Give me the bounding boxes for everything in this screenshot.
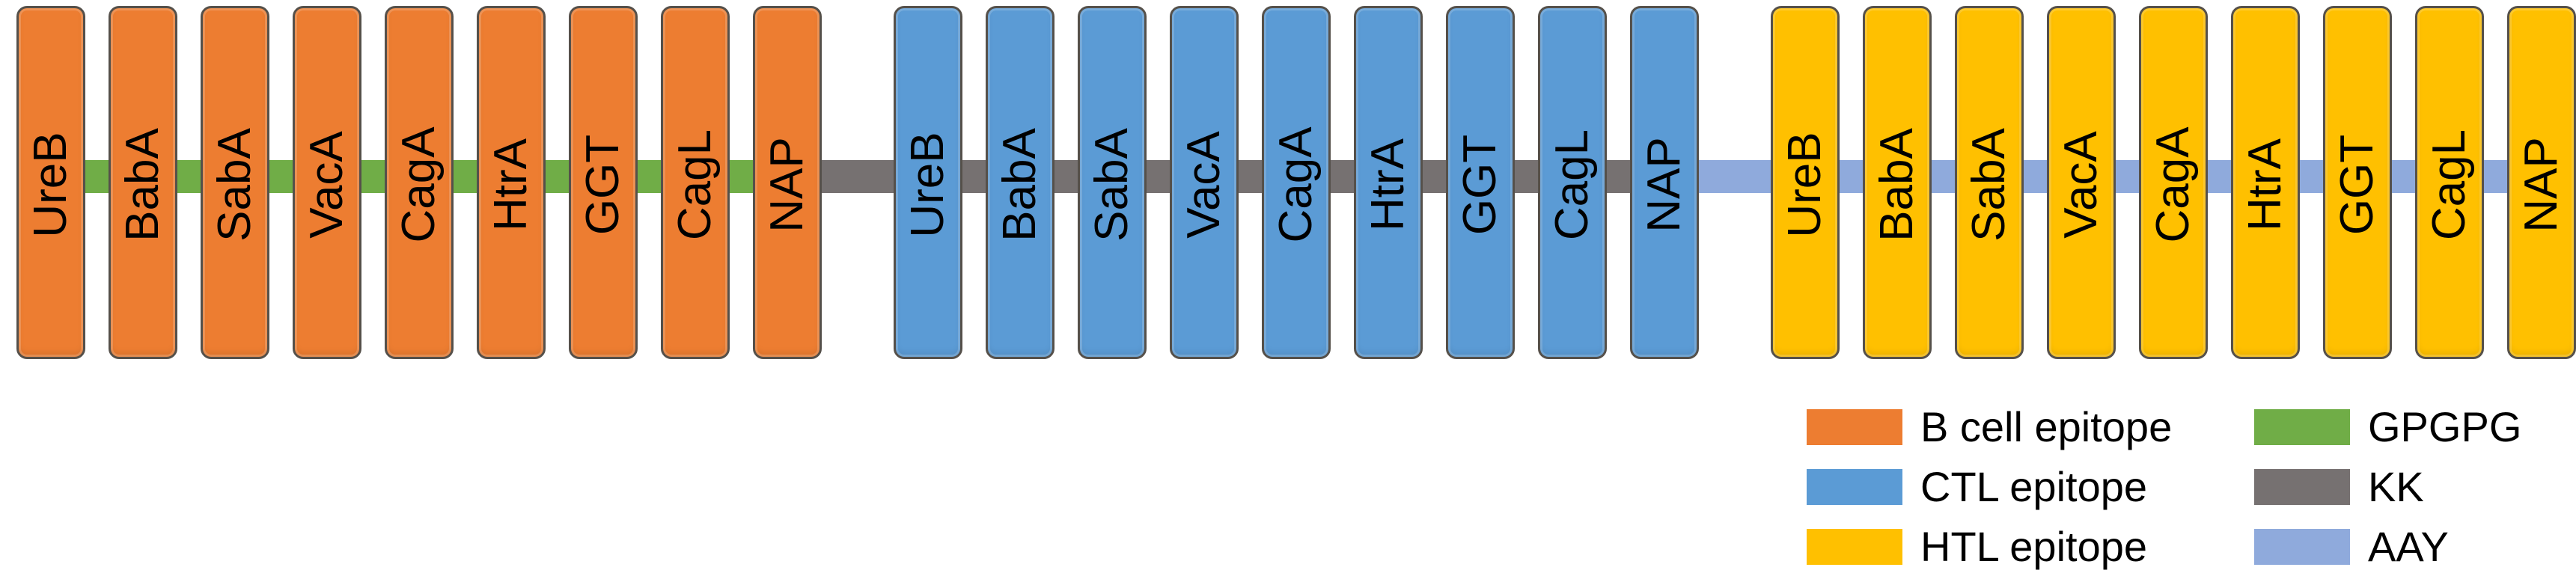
epitope-block-label: VacA xyxy=(301,131,352,239)
epitope-block-label: UreB xyxy=(1779,132,1831,238)
epitope-block-label: CagA xyxy=(2147,126,2199,243)
epitope-block-label: HtrA xyxy=(1362,138,1414,231)
epitope-block-htra: HtrA xyxy=(1354,6,1423,359)
epitope-block-label: HtrA xyxy=(2239,138,2291,231)
epitope-block-nap: NAP xyxy=(2507,6,2576,359)
epitope-block-vaca: VacA xyxy=(1170,6,1239,359)
epitope-block-cagl: CagL xyxy=(1538,6,1607,359)
epitope-block-caga: CagA xyxy=(2139,6,2208,359)
epitope-block-ggt: GGT xyxy=(569,6,638,359)
epitope-block-saba: SabA xyxy=(201,6,269,359)
epitope-block-saba: SabA xyxy=(1955,6,2024,359)
epitope-block-label: SabA xyxy=(1963,128,2015,242)
epitope-block-nap: NAP xyxy=(753,6,822,359)
legend-label-aay: AAY xyxy=(2368,523,2449,570)
epitope-block-label: CagL xyxy=(669,129,721,241)
epitope-block-ureb: UreB xyxy=(16,6,85,359)
legend-swatch-kk xyxy=(2254,469,2350,505)
epitope-block-htra: HtrA xyxy=(477,6,546,359)
epitope-block-cagl: CagL xyxy=(2415,6,2484,359)
epitope-block-label: GGT xyxy=(577,134,629,236)
epitope-block-label: HtrA xyxy=(485,138,537,231)
legend-swatch-b-cell xyxy=(1807,409,1902,445)
legend-swatch-ctl xyxy=(1807,469,1902,505)
legend: B cell epitope CTL epitope HTL epitope G… xyxy=(1807,397,2563,584)
epitope-block-baba: BabA xyxy=(986,6,1054,359)
legend-swatch-gpgpg xyxy=(2254,409,2350,445)
legend-label-ctl: CTL epitope xyxy=(1920,463,2147,510)
epitope-block-vaca: VacA xyxy=(2047,6,2116,359)
epitope-block-label: VacA xyxy=(2055,131,2107,239)
legend-label-htl: HTL epitope xyxy=(1920,523,2147,570)
epitope-block-ggt: GGT xyxy=(2323,6,2392,359)
epitope-block-htra: HtrA xyxy=(2231,6,2300,359)
epitope-block-label: VacA xyxy=(1178,131,1230,239)
epitope-block-baba: BabA xyxy=(1863,6,1932,359)
epitope-block-label: GGT xyxy=(2331,134,2383,236)
epitope-block-label: SabA xyxy=(1086,128,1138,242)
legend-swatch-aay xyxy=(2254,529,2350,565)
legend-label-kk: KK xyxy=(2368,463,2424,510)
epitope-block-caga: CagA xyxy=(1262,6,1331,359)
epitope-block-ureb: UreB xyxy=(894,6,962,359)
epitope-block-vaca: VacA xyxy=(293,6,361,359)
epitope-block-saba: SabA xyxy=(1078,6,1147,359)
legend-swatch-htl xyxy=(1807,529,1902,565)
epitope-block-label: CagL xyxy=(2423,129,2475,241)
epitope-block-label: BabA xyxy=(994,128,1046,242)
epitope-block-label: NAP xyxy=(1638,137,1690,233)
epitope-block-label: CagA xyxy=(393,126,445,243)
epitope-block-baba: BabA xyxy=(109,6,177,359)
epitope-block-label: CagA xyxy=(1270,126,1322,243)
legend-label-b-cell: B cell epitope xyxy=(1920,403,2173,450)
epitope-block-ggt: GGT xyxy=(1446,6,1515,359)
epitope-block-label: SabA xyxy=(209,128,260,242)
epitope-block-cagl: CagL xyxy=(661,6,730,359)
epitope-block-label: UreB xyxy=(902,132,953,238)
epitope-block-nap: NAP xyxy=(1630,6,1699,359)
epitope-block-label: UreB xyxy=(25,132,76,238)
legend-label-gpgpg: GPGPG xyxy=(2368,403,2522,450)
epitope-block-label: NAP xyxy=(761,137,813,233)
epitope-block-label: BabA xyxy=(1871,128,1923,242)
epitope-block-label: GGT xyxy=(1454,134,1506,236)
epitope-block-caga: CagA xyxy=(385,6,454,359)
epitope-block-label: NAP xyxy=(2515,137,2567,233)
epitope-block-label: BabA xyxy=(117,128,168,242)
vaccine-construct-diagram: UreB BabA SabA VacA CagA HtrA GGT CagL NAP UreB Ba… xyxy=(16,6,2576,359)
epitope-block-label: CagL xyxy=(1546,129,1598,241)
epitope-block-ureb: UreB xyxy=(1771,6,1840,359)
